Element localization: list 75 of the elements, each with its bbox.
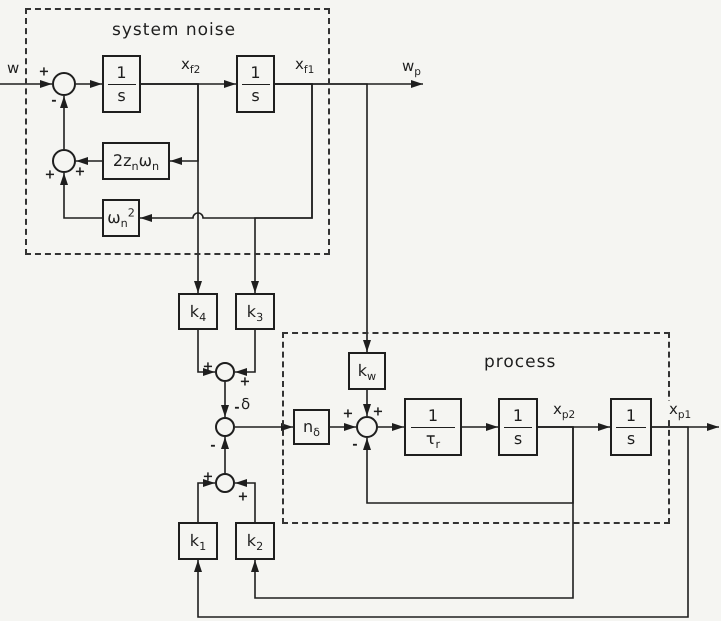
signal-arrow bbox=[330, 423, 356, 431]
transfer-block bbox=[610, 398, 652, 456]
sign-label: + bbox=[74, 166, 86, 178]
signal-arrow bbox=[251, 426, 574, 599]
transfer-block bbox=[178, 522, 218, 560]
dashed-group-box bbox=[25, 8, 330, 255]
transfer-block bbox=[404, 398, 462, 456]
signal-arrow bbox=[197, 330, 215, 376]
block-label: k$_{3}$ bbox=[246, 302, 264, 320]
block-label: s bbox=[626, 430, 636, 448]
signal-arrow bbox=[462, 423, 498, 431]
sign-label: + bbox=[372, 406, 384, 418]
summing-junction bbox=[52, 149, 76, 173]
sign-label: + bbox=[342, 408, 354, 420]
sign-label: - bbox=[234, 402, 240, 414]
signal-arrow bbox=[378, 423, 404, 431]
signal-arrow bbox=[251, 83, 313, 293]
signal-arrow bbox=[0, 80, 52, 88]
signal-arrow bbox=[221, 437, 229, 473]
block-label: 1 bbox=[512, 406, 524, 424]
transfer-block bbox=[498, 398, 538, 456]
sign-label: - bbox=[352, 438, 358, 452]
block-label: s bbox=[251, 86, 260, 104]
transfer-block bbox=[102, 142, 170, 180]
group-title: process bbox=[484, 352, 556, 372]
signal-label: x$_{p1}$ bbox=[668, 401, 692, 418]
signal-arrow bbox=[235, 479, 256, 522]
sign-label: + bbox=[38, 66, 50, 78]
dashed-group-box bbox=[282, 332, 670, 524]
signal-arrow bbox=[197, 479, 215, 522]
transfer-block bbox=[235, 522, 275, 560]
signal-arrow bbox=[221, 382, 229, 417]
signal-arrow bbox=[76, 157, 102, 165]
sign-label: - bbox=[210, 440, 216, 452]
block-label: k$_{w}$ bbox=[358, 362, 376, 380]
block-label: 1 bbox=[428, 406, 438, 424]
block-label: 1 bbox=[626, 406, 636, 424]
signal-arrow bbox=[363, 390, 371, 416]
summing-junction bbox=[215, 362, 235, 382]
sign-label: + bbox=[44, 168, 56, 182]
transfer-block bbox=[102, 55, 141, 113]
sign-label: - bbox=[51, 94, 57, 108]
signal-arrow bbox=[235, 330, 256, 376]
block-label: 1 bbox=[116, 64, 127, 82]
sign-label: + bbox=[202, 360, 214, 374]
block-label: 1 bbox=[250, 64, 261, 82]
summing-junction bbox=[215, 473, 235, 493]
transfer-block bbox=[178, 293, 218, 330]
signal-arrow bbox=[275, 83, 371, 352]
signal-arrow bbox=[194, 426, 689, 618]
block-label: n$_{δ}$ bbox=[303, 418, 320, 436]
summing-junction bbox=[356, 416, 378, 438]
signal-arrow bbox=[60, 96, 68, 149]
summing-junction bbox=[215, 417, 235, 437]
block-label: s bbox=[117, 86, 126, 104]
block-label: k$_{1}$ bbox=[190, 532, 206, 550]
sign-label: + bbox=[240, 376, 250, 388]
signal-arrow bbox=[60, 173, 102, 219]
summing-junction bbox=[52, 72, 76, 96]
block-label: 2z$_{n}$ω$_{n}$ bbox=[112, 152, 160, 170]
sign-label: + bbox=[202, 470, 214, 484]
signal-arrow bbox=[141, 83, 202, 293]
block-label: s bbox=[514, 430, 522, 448]
group-title: system noise bbox=[112, 20, 236, 40]
transfer-block bbox=[235, 293, 275, 330]
signal-arrow bbox=[235, 423, 293, 431]
block-label: τ$_{r}$ bbox=[426, 430, 440, 448]
transfer-block bbox=[102, 199, 140, 237]
sign-label: + bbox=[238, 490, 248, 504]
transfer-block bbox=[348, 352, 386, 390]
transfer-block bbox=[236, 55, 275, 113]
block-label: k$_{2}$ bbox=[246, 532, 264, 550]
transfer-block bbox=[293, 409, 330, 445]
block-label: k$_{4}$ bbox=[190, 302, 206, 320]
signal-arrow bbox=[76, 80, 102, 88]
